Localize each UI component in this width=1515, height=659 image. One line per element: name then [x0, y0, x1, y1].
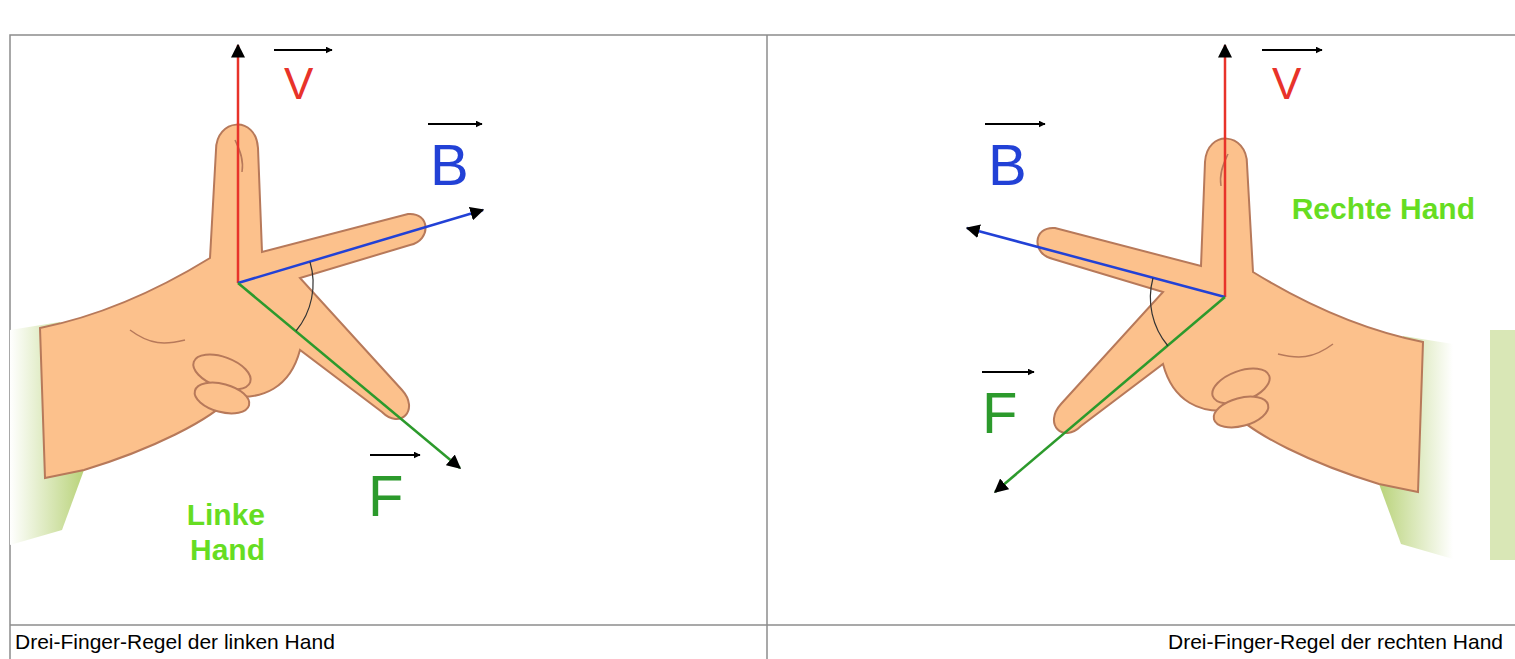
vector-label: B — [430, 136, 469, 194]
vector-label: V — [284, 62, 313, 106]
hand-label: Rechte Hand — [1290, 192, 1475, 227]
caption: Drei-Finger-Regel der rechten Hand — [1168, 631, 1503, 652]
hand-label: Linke Hand — [115, 498, 265, 567]
vector-label: V — [1272, 62, 1301, 106]
caption: Drei-Finger-Regel der linken Hand — [15, 631, 335, 652]
vector-label: F — [982, 384, 1017, 442]
vector-label: F — [368, 467, 403, 525]
left-hand — [10, 125, 426, 545]
vector-label: B — [988, 136, 1027, 194]
